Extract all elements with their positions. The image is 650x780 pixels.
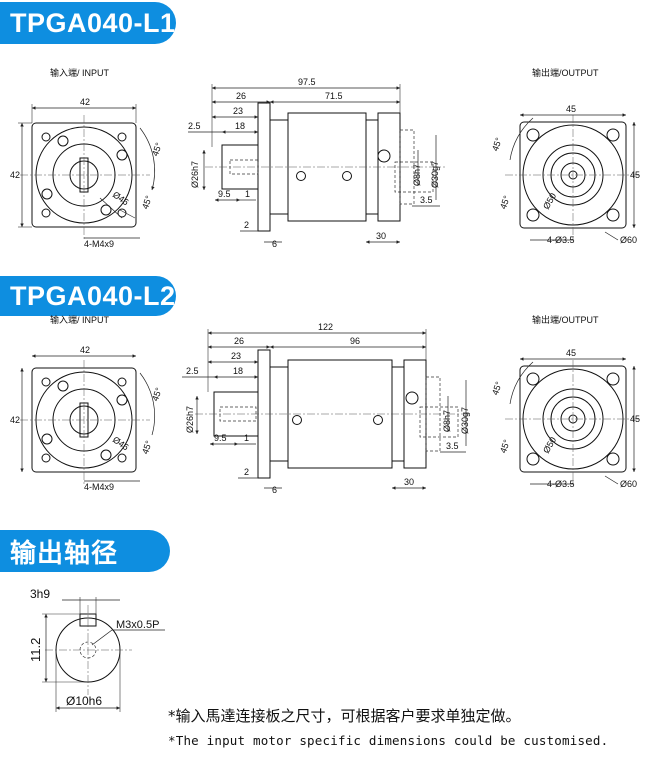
l2-dia30: Ø30g7 bbox=[460, 407, 470, 434]
section-title-l1: TPGA040-L1 bbox=[0, 2, 176, 44]
l1-in-bore: Ø46 bbox=[111, 189, 131, 207]
l2-d1: 1 bbox=[244, 433, 249, 443]
l1-d18: 18 bbox=[235, 121, 245, 131]
l2-in-angle: 45° bbox=[150, 386, 164, 403]
l2-total: 122 bbox=[318, 322, 333, 332]
shaft-key-width: 3h9 bbox=[30, 587, 50, 601]
shaft-thread: M3x0.5P bbox=[116, 619, 159, 631]
l1-body: 71.5 bbox=[325, 91, 343, 101]
l1-d23: 23 bbox=[233, 106, 243, 116]
l1-in-angle: 45° bbox=[150, 141, 164, 158]
shaft-diameter: Ø10h6 bbox=[66, 694, 102, 708]
l1-drawing: 输入端/ INPUT 输出端/OUTPUT 42 42 45° 45° bbox=[10, 67, 640, 249]
l2-in-holes: 4-M4x9 bbox=[84, 482, 114, 492]
l2-input-label: 输入端/ INPUT bbox=[50, 314, 110, 325]
l1-d1: 1 bbox=[245, 189, 250, 199]
l2-d23: 23 bbox=[231, 351, 241, 361]
l1-dia8: Ø8h7 bbox=[412, 164, 422, 186]
l2-in-width: 42 bbox=[80, 345, 90, 355]
l1-d9-5: 9.5 bbox=[218, 189, 231, 199]
l1-dia30: Ø30g7 bbox=[430, 161, 440, 188]
note-chinese: *输入馬達连接板之尺寸，可根据客户要求单独定做。 bbox=[168, 707, 521, 725]
note-english: *The input motor specific dimensions cou… bbox=[168, 733, 609, 748]
l2-in-height: 42 bbox=[10, 415, 20, 425]
l2-d6: 6 bbox=[272, 485, 277, 495]
section-title-shaft: 输出轴径 bbox=[0, 530, 170, 572]
l2-in-bore: Ø46 bbox=[111, 434, 131, 452]
l1-d3-5: 3.5 bbox=[420, 195, 433, 205]
l2-dia26: Ø26h7 bbox=[185, 406, 195, 433]
l1-output-label: 输出端/OUTPUT bbox=[532, 67, 599, 78]
l1-side-view: 97.5 26 71.5 23 18 2.5 Ø26h7 9.5 1 2 6 3… bbox=[188, 77, 445, 249]
l2-in-angle2: 45° bbox=[140, 439, 154, 456]
l1-out-width: 45 bbox=[566, 104, 576, 114]
l1-in-width: 42 bbox=[80, 97, 90, 107]
l1-d6: 6 bbox=[272, 239, 277, 249]
l2-drawing: 输入端/ INPUT 输出端/OUTPUT 42 42 45° 45° Ø46 … bbox=[10, 314, 640, 495]
l1-total: 97.5 bbox=[298, 77, 316, 87]
l1-input-face: 42 42 45° 45° Ø46 4-M4x9 bbox=[10, 97, 164, 249]
l1-out-holes: 4-Ø3.5 bbox=[547, 235, 575, 245]
l2-out-height: 45 bbox=[630, 414, 640, 424]
l1-in-angle2: 45° bbox=[140, 194, 154, 211]
l2-out-pcd: Ø50 bbox=[541, 435, 558, 455]
l1-output-face: 45 45 45° 45° Ø50 4-Ø3.5 Ø60 bbox=[490, 104, 640, 245]
l2-side-view: 122 26 96 23 18 2.5 Ø26h7 9.5 1 2 6 30 3… bbox=[182, 322, 470, 495]
l2-d3-5: 3.5 bbox=[446, 441, 459, 451]
l2-d2: 2 bbox=[244, 467, 249, 477]
l2-out-angle: 45° bbox=[490, 380, 504, 397]
shaft-height: 11.2 bbox=[28, 638, 43, 662]
section-title-l2: TPGA040-L2 bbox=[0, 276, 176, 316]
l2-out-outer: Ø60 bbox=[620, 479, 637, 489]
l2-dia8: Ø8h7 bbox=[442, 410, 452, 432]
l2-d9-5: 9.5 bbox=[214, 433, 227, 443]
l2-out-holes: 4-Ø3.5 bbox=[547, 479, 575, 489]
l1-d30: 30 bbox=[376, 231, 386, 241]
l1-out-pcd: Ø50 bbox=[541, 191, 558, 211]
l1-out-angle2: 45° bbox=[498, 194, 512, 211]
l2-d2-5: 2.5 bbox=[186, 366, 199, 376]
l1-flange: 26 bbox=[236, 91, 246, 101]
l1-out-height: 45 bbox=[630, 170, 640, 180]
l1-in-holes: 4-M4x9 bbox=[84, 239, 114, 249]
l1-input-label: 输入端/ INPUT bbox=[50, 67, 110, 78]
l1-d2-5: 2.5 bbox=[188, 121, 201, 131]
shaft-drawing: 3h9 11.2 M3x0.5P Ø10h6 bbox=[28, 587, 165, 712]
l2-out-angle2: 45° bbox=[498, 438, 512, 455]
l2-d18: 18 bbox=[233, 366, 243, 376]
l2-output-face: 45 45 45° 45° Ø50 4-Ø3.5 Ø60 bbox=[490, 348, 640, 489]
l2-out-width: 45 bbox=[566, 348, 576, 358]
l2-output-label: 输出端/OUTPUT bbox=[532, 314, 599, 325]
l2-body: 96 bbox=[350, 336, 360, 346]
l2-input-face: 42 42 45° 45° Ø46 4-M4x9 bbox=[10, 345, 164, 492]
l2-flange: 26 bbox=[234, 336, 244, 346]
l1-out-outer: Ø60 bbox=[620, 235, 637, 245]
l1-d2: 2 bbox=[244, 220, 249, 230]
l1-dia26: Ø26h7 bbox=[190, 161, 200, 188]
l1-out-angle: 45° bbox=[490, 136, 504, 153]
l2-d30: 30 bbox=[404, 477, 414, 487]
l1-in-height: 42 bbox=[10, 170, 20, 180]
